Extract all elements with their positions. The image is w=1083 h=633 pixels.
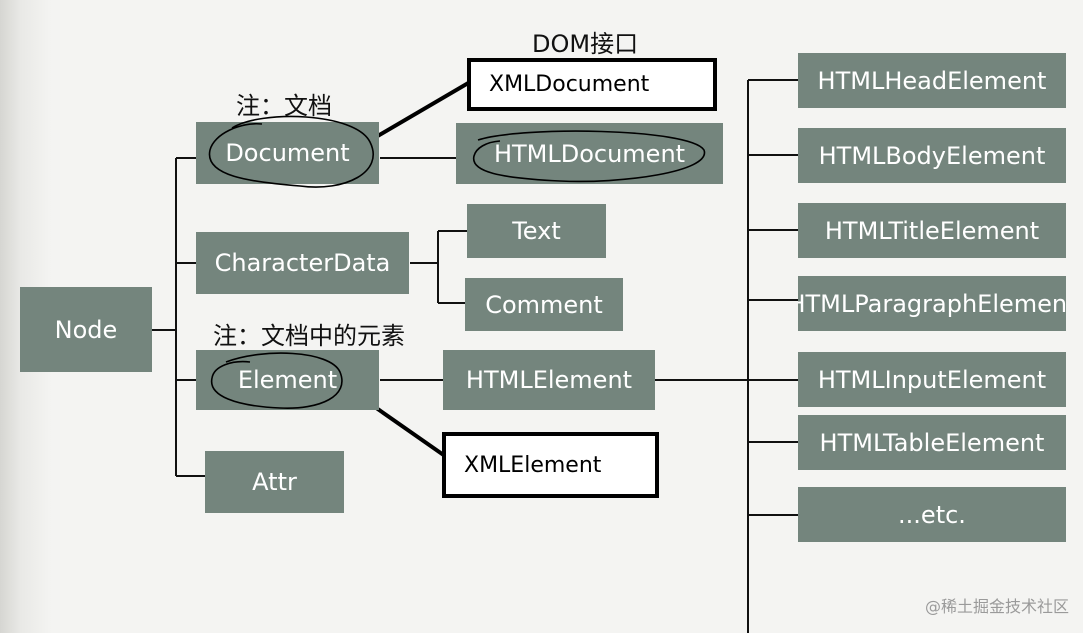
htmlelement-box: HTMLElement [443, 350, 655, 410]
element-note: 注：文档中的元素 [213, 322, 405, 350]
text-box: Text [467, 204, 606, 258]
htmlheadelement-box: HTMLHeadElement [798, 53, 1066, 108]
xmldocument-box: XMLDocument [467, 58, 717, 111]
htmltitleelement-box: HTMLTitleElement [798, 203, 1066, 258]
comment-box: Comment [465, 278, 623, 331]
document-box: Document [196, 122, 379, 184]
diagram-title: DOM接口 [532, 30, 639, 58]
element-box: Element [196, 350, 379, 410]
htmldocument-box: HTMLDocument [456, 123, 723, 184]
htmltableelement-box: HTMLTableElement [798, 415, 1066, 470]
node-box: Node [20, 287, 152, 372]
htmlbodyelement-box: HTMLBodyElement [798, 128, 1066, 183]
htmlparagraphelement-box: HTMLParagraphElement [798, 276, 1066, 331]
wire-document-xmldocument [374, 80, 472, 139]
watermark: @稀土掘金技术社区 [924, 597, 1069, 616]
etc-box: ...etc. [798, 487, 1066, 542]
attr-box: Attr [205, 451, 344, 513]
characterdata-box: CharacterData [196, 232, 409, 294]
htmlinputelement-box: HTMLInputElement [798, 352, 1066, 407]
document-note: 注：文档 [236, 92, 332, 120]
xmlelement-box: XMLElement [442, 432, 659, 498]
wire-element-xmlelement [370, 403, 447, 458]
